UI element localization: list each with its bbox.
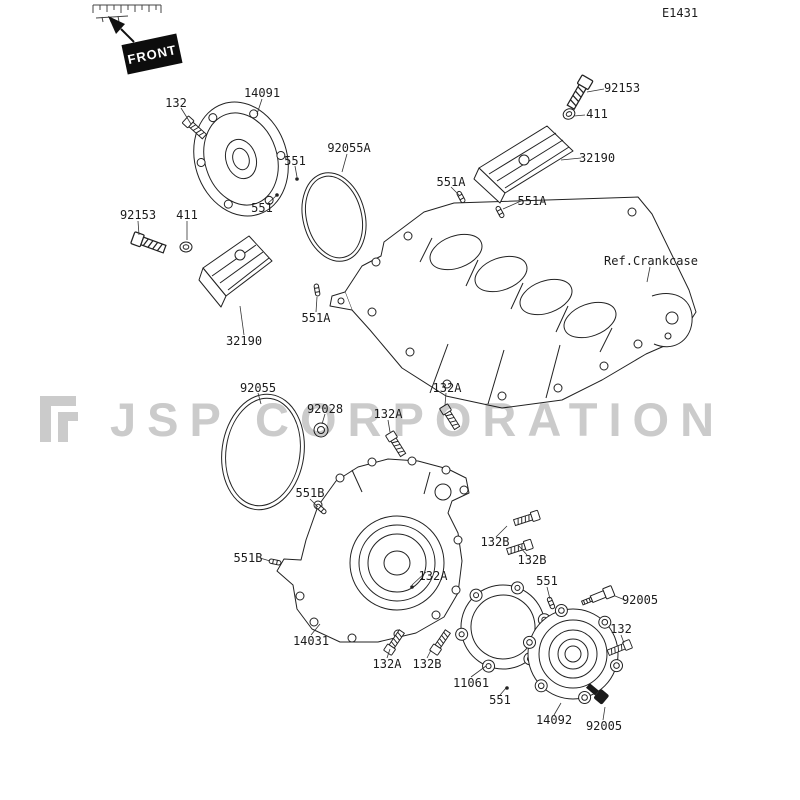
part-label-551: 551	[251, 201, 273, 215]
part-label-92153: 92153	[603, 81, 641, 95]
part-label-92153: 92153	[119, 208, 157, 222]
cover-14031	[276, 456, 470, 643]
part-label-551b: 551B	[233, 551, 263, 565]
cover-14091	[193, 101, 289, 217]
part-label-551a: 551A	[436, 175, 466, 189]
bolt-92005-bottom	[585, 683, 609, 705]
gasket-92055	[221, 393, 305, 511]
part-label-132a: 132A	[432, 381, 462, 395]
part-label-551: 551	[489, 693, 511, 707]
part-label-92005: 92005	[621, 593, 659, 607]
leader-lines	[137, 88, 651, 721]
page-code: E1431	[661, 6, 699, 20]
part-label-92055a: 92055A	[327, 141, 371, 155]
part-label-132: 132	[610, 622, 632, 636]
gasket-92055a	[301, 172, 367, 262]
bracket-32190-right	[473, 125, 574, 204]
part-label-14092: 14092	[535, 713, 573, 727]
crankcase-drawing	[329, 196, 697, 409]
front-arrow-icon	[120, 28, 135, 43]
part-label-92028: 92028	[306, 402, 344, 416]
part-label-32190: 32190	[578, 151, 616, 165]
part-label-132a: 132A	[418, 569, 448, 583]
part-label-551: 551	[284, 154, 306, 168]
part-label-551: 551	[536, 574, 558, 588]
scale-marks	[92, 4, 162, 23]
bolt-92005-top	[580, 585, 616, 606]
part-label-32190: 32190	[225, 334, 263, 348]
part-label-14031: 14031	[292, 634, 330, 648]
part-label-132b: 132B	[412, 657, 442, 671]
part-label-132b: 132B	[480, 535, 510, 549]
leader-dots	[275, 177, 509, 690]
part-label-411: 411	[176, 208, 198, 222]
part-label-11061: 11061	[452, 676, 490, 690]
part-label-551a: 551A	[301, 311, 331, 325]
bushing-92028	[313, 422, 329, 438]
part-label-551b: 551B	[295, 486, 325, 500]
part-label-132b: 132B	[517, 553, 547, 567]
part-label-132a: 132A	[373, 407, 403, 421]
cover-14092	[523, 604, 623, 704]
part-label-92055: 92055	[239, 381, 277, 395]
front-flag: FRONT	[108, 16, 183, 75]
part-label-ref-crankcase: Ref.Crankcase	[604, 254, 698, 268]
part-label-92005: 92005	[585, 719, 623, 733]
part-label-551a: 551A	[517, 194, 547, 208]
bracket-32190-left	[198, 235, 273, 308]
part-label-14091: 14091	[243, 86, 281, 100]
part-label-132: 132	[165, 96, 187, 110]
part-label-132a: 132A	[372, 657, 402, 671]
part-label-411: 411	[586, 107, 608, 121]
